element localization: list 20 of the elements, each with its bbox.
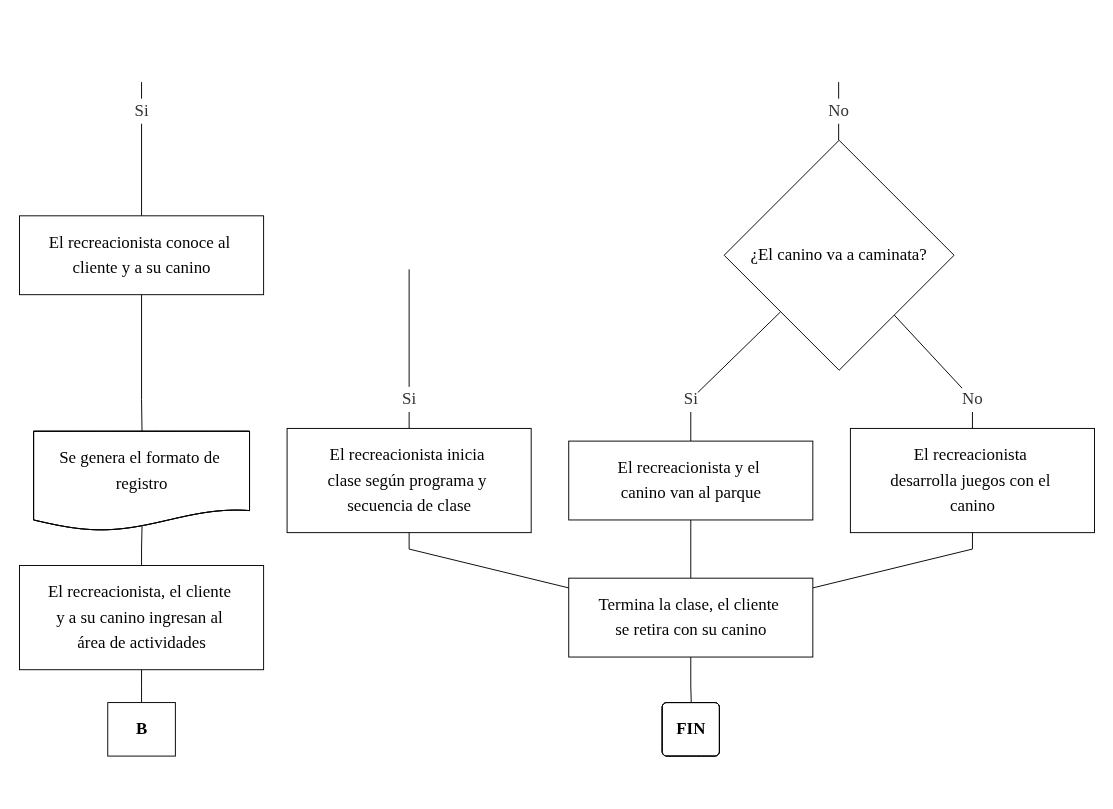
connector (140, 525, 142, 566)
connector (408, 531, 569, 588)
edge-label: No (961, 388, 983, 408)
connector (811, 531, 973, 588)
edge-label: Si (683, 388, 698, 408)
node-box: El recreacionista conoce al cliente y a su canino (18, 214, 264, 295)
node-box: El recreacionista y el canino van al parque (567, 440, 813, 520)
node-box: El recreacionista inicia clase según programa y secuencia de clase (286, 427, 532, 533)
connector (140, 293, 142, 432)
node-diamond: ¿El canino va a caminata? (723, 139, 955, 371)
edge-label: Si (134, 100, 149, 120)
connector (689, 519, 691, 579)
connector (140, 668, 142, 703)
connector (689, 656, 692, 703)
node-box: B (106, 701, 176, 757)
edge-label: No (827, 100, 849, 120)
edge-label: Si (401, 388, 416, 408)
node-box: El recreacionista, el cliente y a su canino ingresan al área de actividades (18, 564, 264, 670)
node-box: Termina la clase, el cliente se retira con su canino (567, 577, 813, 657)
node-box: El recreacionista desarrolla juegos con el canino (849, 427, 1095, 533)
